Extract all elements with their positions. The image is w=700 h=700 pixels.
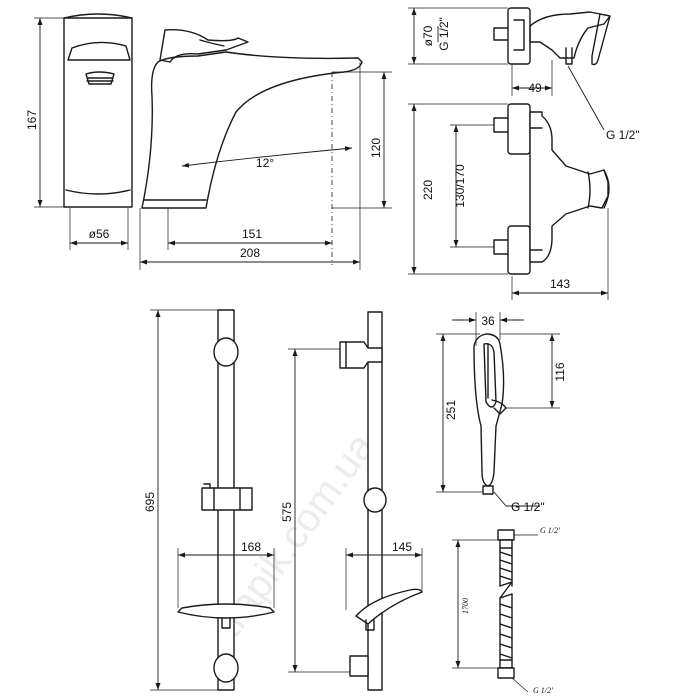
callout-outlet-thread: G 1/2"	[567, 65, 640, 142]
dimension-soap-dish-168: 168	[177, 540, 275, 608]
label-head-width: 36	[481, 314, 495, 328]
label-inlet-spacing: 130/170	[453, 164, 467, 208]
dimension-depth-143: 143	[511, 208, 609, 300]
dimension-inlet-thread: G 1/2"	[437, 17, 451, 51]
label-flange-diameter: ø70	[421, 25, 435, 46]
dimension-spout-height-120: 120	[331, 71, 392, 265]
dimension-holder-depth-145: 145	[345, 540, 423, 610]
label-soap-dish-width: 168	[241, 540, 261, 554]
label-hose-end-top: G 1/2'	[540, 526, 560, 535]
dimension-spout-reach-151: 151	[167, 208, 332, 250]
label-outlet-thread: G 1/2"	[606, 128, 640, 142]
slide-rail-front-view	[177, 309, 275, 691]
label-inlet-thread-top: G 1/2"	[437, 17, 451, 51]
dimension-head-width-36: 36	[452, 312, 524, 346]
wall-mixer-front-view	[493, 103, 610, 275]
label-shower-total-length: 251	[444, 400, 458, 420]
basin-mixer-side-view	[141, 29, 363, 209]
shower-hose	[497, 529, 515, 679]
wall-mixer-top-view	[493, 7, 611, 66]
label-wall-mixer-depth: 143	[550, 277, 570, 291]
basin-mixer-front-view	[63, 13, 133, 208]
label-holder-height: 575	[280, 502, 294, 522]
label-wall-mixer-height: 220	[421, 180, 435, 200]
label-base-diameter: ø56	[89, 227, 110, 241]
dimension-holder-height-575: 575	[280, 348, 350, 673]
label-shower-connection: G 1/2"	[511, 500, 545, 514]
label-rail-length: 695	[143, 492, 157, 512]
label-holder-depth: 145	[392, 540, 412, 554]
label-spout-reach: 151	[242, 227, 262, 241]
dimension-base-diameter-56: ø56	[69, 208, 129, 250]
dimension-total-length-251: 251	[436, 333, 482, 493]
hand-shower	[473, 333, 507, 495]
label-spout-angle: 12°	[256, 156, 274, 170]
label-spout-height: 120	[369, 138, 383, 158]
callout-shower-connection: G 1/2"	[493, 491, 545, 514]
label-head-length: 116	[553, 362, 567, 381]
dimension-height-220: 220	[408, 103, 508, 275]
callout-hose-end-bottom: G 1/2'	[511, 677, 553, 695]
dimension-height-167: 167	[25, 17, 64, 208]
dimension-hose-length: 1700	[452, 539, 498, 669]
dimension-flange-diameter-70: ø70	[408, 7, 508, 65]
label-total-depth: 208	[240, 246, 260, 260]
callout-hose-end-top: G 1/2'	[514, 526, 560, 536]
label-basin-height: 167	[25, 110, 39, 130]
dimension-spout-angle-12: 12°	[181, 146, 353, 170]
dimension-rail-length-695: 695	[143, 309, 218, 691]
slide-rail-side-view	[339, 311, 423, 691]
dimension-head-length-116: 116	[500, 333, 567, 409]
label-offset: 49	[528, 81, 542, 95]
dimension-inlet-spacing: 130/170	[450, 124, 494, 248]
dimension-offset-49: 49	[511, 60, 553, 96]
dimension-total-depth-208: 208	[139, 62, 361, 270]
label-hose-length: 1700	[461, 598, 470, 614]
label-hose-end-bottom: G 1/2'	[533, 686, 553, 695]
